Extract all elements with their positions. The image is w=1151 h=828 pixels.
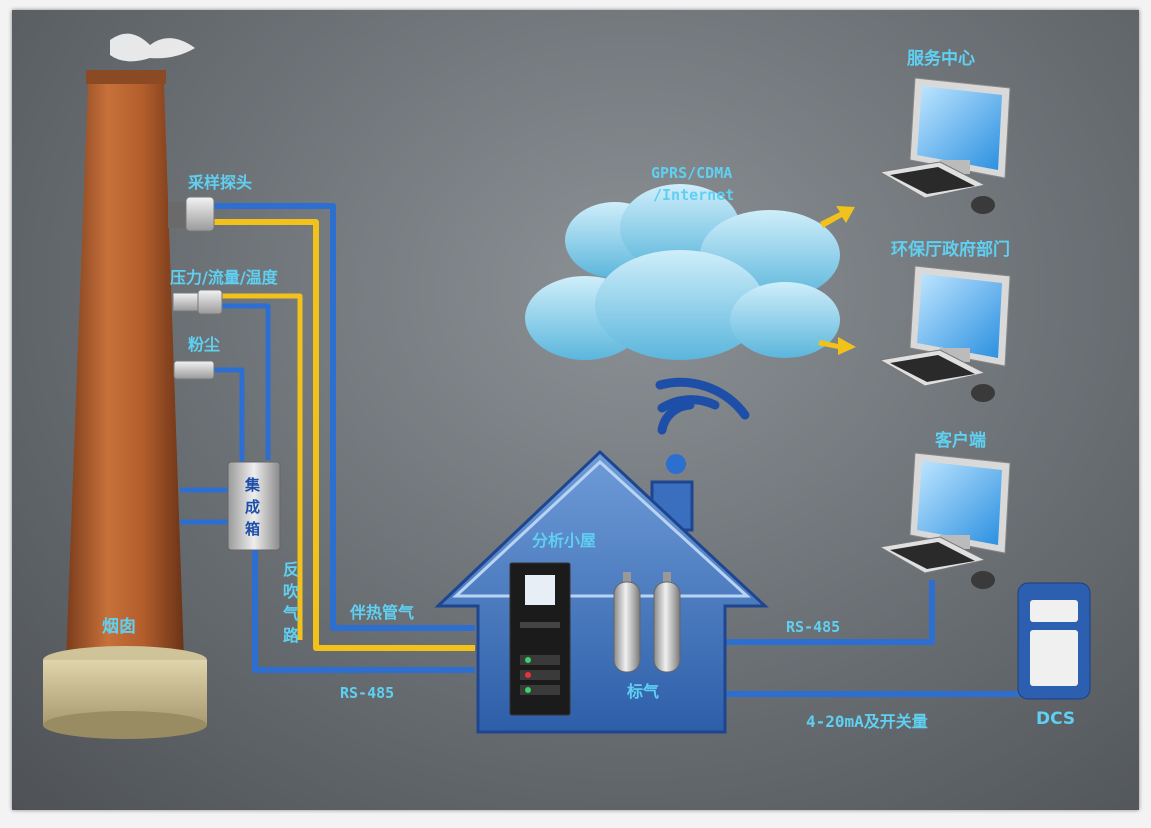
- smoke: [110, 33, 195, 62]
- pipe-pressure-blue: [220, 303, 271, 460]
- label-backflush-4: 路: [283, 626, 300, 645]
- pipe-pressure-yellow: [220, 293, 303, 640]
- label-integration-box-3: 箱: [245, 520, 260, 538]
- label-backflush-3: 气: [282, 604, 299, 623]
- label-rs485-left: RS-485: [340, 684, 394, 702]
- label-standard-gas: 标气: [626, 682, 659, 701]
- wireless-icon: [655, 377, 750, 474]
- label-backflush-2: 吹: [283, 582, 300, 601]
- label-chimney: 烟囱: [102, 616, 136, 637]
- arrow-to-service: [820, 206, 855, 228]
- label-integration-box-2: 成: [245, 498, 260, 516]
- arrows: [818, 206, 856, 355]
- label-pressure-flow-temp: 压力/流量/温度: [170, 268, 279, 287]
- label-backflush-1: 反: [283, 560, 299, 579]
- computer-client: [878, 452, 1011, 589]
- label-heat-trace: 伴热管气: [349, 603, 414, 622]
- dust-sensor: [173, 360, 215, 380]
- label-network-2: /Internet: [653, 186, 734, 204]
- label-network-1: GPRS/CDMA: [651, 164, 732, 182]
- pipes: [180, 203, 1020, 697]
- computer-env-agency: [878, 265, 1011, 402]
- pipe-sampling-blue: [205, 203, 475, 631]
- computer-service-center: [878, 77, 1011, 214]
- pipe-heat-trace-yellow: [205, 219, 475, 651]
- label-integration-box-1: 集: [244, 476, 261, 494]
- pipe-rs485-right: [725, 580, 935, 645]
- label-client: 客户端: [934, 430, 986, 451]
- analyzer-cabinet: [509, 562, 571, 716]
- analysis-house: [434, 449, 769, 734]
- label-sampling-probe: 采样探头: [187, 173, 252, 192]
- label-dcs: DCS: [1036, 709, 1075, 729]
- sampling-probe: [168, 196, 215, 232]
- dcs-device: [1017, 582, 1091, 700]
- integration-box: [227, 461, 281, 551]
- arrow-to-agency: [818, 337, 856, 355]
- pipe-rs485-left: [252, 545, 475, 673]
- pipe-dust-blue: [212, 367, 245, 470]
- label-service-center: 服务中心: [907, 48, 975, 69]
- label-analysis-house: 分析小屋: [532, 531, 596, 550]
- pressure-sensor: [172, 289, 223, 315]
- label-analog-switch: 4-20mA及开关量: [806, 712, 928, 731]
- label-dust: 粉尘: [188, 335, 220, 354]
- label-env-agency: 环保厅政府部门: [891, 239, 1010, 260]
- cloud: [525, 184, 840, 360]
- gas-cylinders: [613, 572, 681, 673]
- label-rs485-right: RS-485: [786, 618, 840, 636]
- chimney: [43, 33, 207, 739]
